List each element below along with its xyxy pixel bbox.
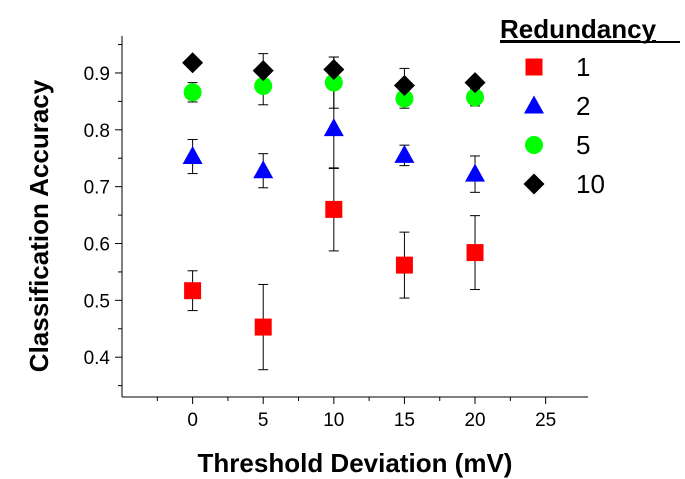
x-axis-ticks: 0 5 10 15 20 25 <box>156 397 556 431</box>
legend-label-2: 2 <box>576 91 590 121</box>
legend-marker-5 <box>525 136 543 154</box>
data-point-redundancy-2 <box>182 146 203 165</box>
x-tick-label: 10 <box>323 410 344 431</box>
legend: Redundancy 1 2 5 10 <box>500 14 680 199</box>
y-tick-label: 0.4 <box>84 348 111 369</box>
data-point-redundancy-10 <box>182 52 204 74</box>
data-point-redundancy-10 <box>464 72 486 94</box>
legend-marker-2 <box>524 95 544 114</box>
y-axis-title: Classification Accuracy <box>24 79 54 372</box>
x-tick-label: 20 <box>464 410 485 431</box>
data-point-redundancy-5 <box>183 83 202 102</box>
data-point-redundancy-2 <box>323 118 344 137</box>
data-point-redundancy-1 <box>395 256 413 274</box>
x-tick-label: 25 <box>535 410 556 431</box>
data-points <box>182 52 486 336</box>
y-tick-label: 0.5 <box>84 291 110 312</box>
data-point-redundancy-5 <box>395 89 414 108</box>
data-point-redundancy-5 <box>324 73 343 92</box>
legend-marker-10 <box>523 173 545 195</box>
data-point-redundancy-1 <box>184 282 202 300</box>
legend-label-5: 5 <box>576 130 590 160</box>
x-tick-label: 5 <box>258 410 269 431</box>
y-tick-label: 0.8 <box>84 121 110 142</box>
data-point-redundancy-5 <box>466 88 485 107</box>
data-point-redundancy-10 <box>393 74 415 96</box>
y-tick-label: 0.6 <box>84 235 110 256</box>
data-point-redundancy-1 <box>325 200 343 218</box>
x-tick-label: 0 <box>187 410 198 431</box>
data-point-redundancy-1 <box>254 318 272 336</box>
legend-items: 1 2 5 10 <box>523 52 605 199</box>
data-point-redundancy-2 <box>465 163 486 182</box>
legend-label-10: 10 <box>576 169 605 199</box>
x-axis-title: Threshold Deviation (mV) <box>198 448 513 478</box>
data-point-redundancy-2 <box>394 144 415 163</box>
legend-title: Redundancy <box>500 14 657 44</box>
x-tick-label: 15 <box>394 410 415 431</box>
data-point-redundancy-10 <box>323 59 345 81</box>
data-point-redundancy-10 <box>252 60 274 82</box>
legend-label-1: 1 <box>576 52 590 82</box>
data-point-redundancy-1 <box>466 244 484 262</box>
data-point-redundancy-5 <box>254 77 273 96</box>
y-tick-label: 0.9 <box>84 64 110 85</box>
legend-marker-1 <box>525 58 543 76</box>
y-axis-ticks: 0.4 0.5 0.6 0.7 0.8 0.9 <box>84 44 122 387</box>
y-tick-label: 0.7 <box>84 178 110 199</box>
data-point-redundancy-2 <box>253 160 274 179</box>
